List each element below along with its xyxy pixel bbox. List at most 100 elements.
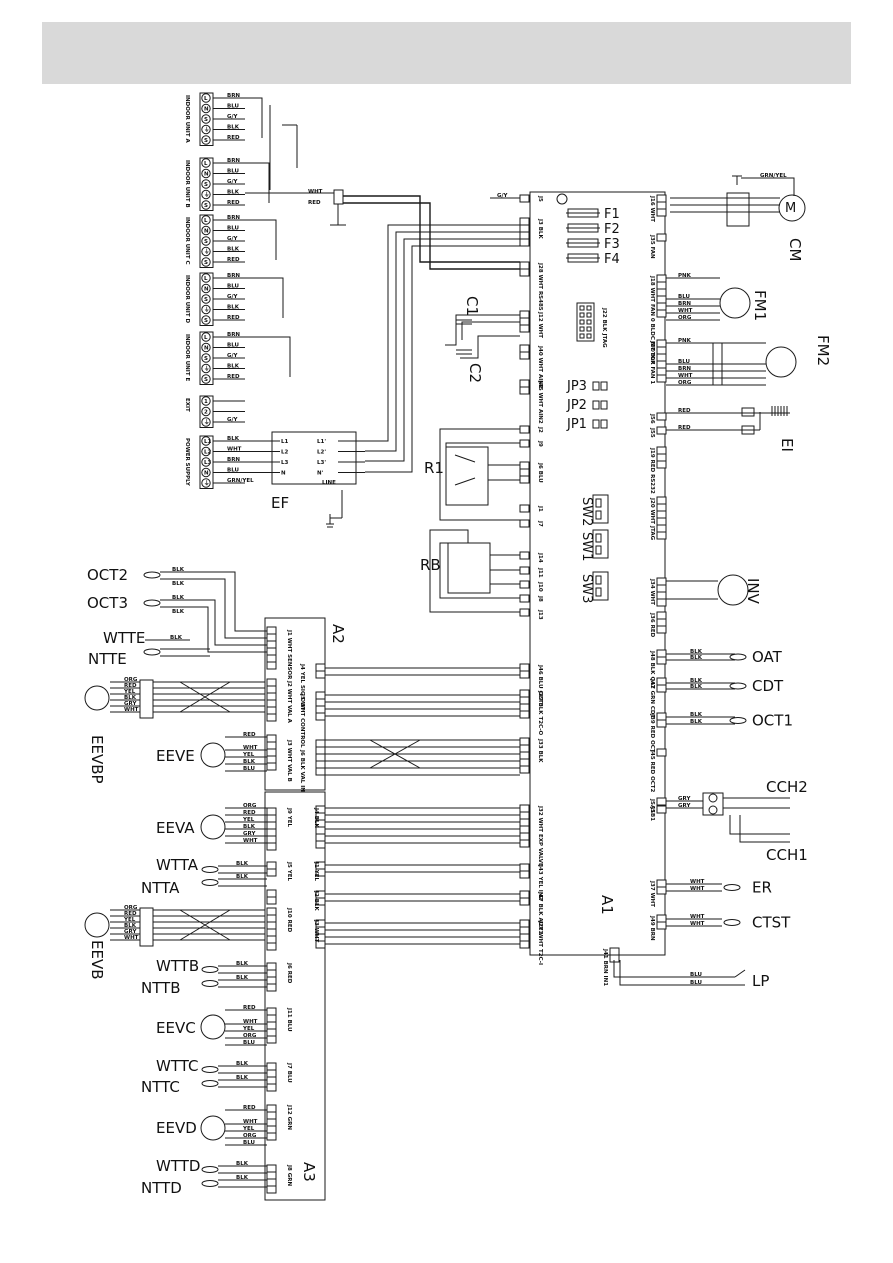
wire-color-label: G/Y [227,353,239,359]
wire-color-label: WHT [690,921,705,927]
wire-color-label: PNK [678,273,692,279]
filter-pin-label: L1' [317,439,326,445]
terminal-screw [201,225,211,236]
terminal-screw [201,315,211,325]
wire-color-label: GRN/YEL [760,173,787,179]
wire-color-label: BLK [690,649,703,655]
terminal-screw [201,246,211,257]
eev-label: EEVB [88,940,106,980]
wire [439,428,520,521]
terminal-label: L [204,335,208,341]
sensor-probe [143,599,161,607]
wire [245,162,270,203]
wire-color-label: BRN [678,366,691,372]
a-board-connector [266,734,277,771]
jumper-pin [592,400,600,410]
ground-symbol [556,193,568,205]
a3-connector-label: J2 BLK [313,890,319,911]
sensor-label: OCT2 [87,566,128,584]
wire-color-label: WHT [243,1019,258,1025]
ei-label: EI [778,438,796,452]
eev-label: EEVBP [88,735,106,784]
terminal-label: ⏚ [204,419,210,426]
a2-connector-label: J2 WHT VAL A [286,680,292,724]
fan-fm2-label: FM2 [814,335,832,366]
wire-color-label: GRY [678,803,691,809]
wire-color-label: YEL [242,752,255,758]
wire-color-label: G/Y [227,236,239,242]
wire-color-label: ORG [243,803,257,809]
a1-connector-label: J10 [537,581,543,592]
a-board-connector [315,739,326,776]
a1-connector-label: J55 [649,427,655,438]
wire [460,335,520,359]
terminal-label: N [204,172,209,178]
a1-connector-label: J13 [537,609,543,620]
wire-color-label: ORG [678,380,692,386]
wire [729,815,790,835]
jumper-label: JP1 [566,417,587,432]
wire-color-label: WHT [690,886,705,892]
wire-color-label: G/Y [227,114,239,120]
a3-connector-label: J3 WHT [313,919,319,942]
fan-fm1-label: FM1 [751,290,769,321]
wire [439,542,520,599]
wire-color-label: BLK [690,719,703,725]
a1-connector [519,551,530,560]
dip-switch-slider [595,510,602,520]
a3-connector-label: J8 GRN [286,1164,292,1187]
board-a1-label: A1 [598,895,616,915]
a2-connector-label: J4 YEL SIG OUT [299,663,305,711]
wire [179,909,231,941]
wire-color-label: GRY [243,831,256,837]
wire-color-label: RED [227,135,240,141]
terminal-label: ⏚ [204,366,210,373]
wire-color-label: BLK [690,712,703,718]
a1-connector-label: J48 BLK OAT [649,650,655,689]
filter-pin-label: L3' [317,460,326,466]
wire [245,336,291,377]
wire [445,314,520,346]
wire [369,739,421,769]
a1-connector [519,310,530,333]
filter-pin-label: L1 [281,439,289,445]
eev-valve-eeve [200,742,226,768]
jtag-pin [586,333,592,339]
terminal-label: N [204,471,209,477]
wire-color-label: BLK [236,874,249,880]
wire-color-label: BLK [236,1175,249,1181]
sensor-label: CTST [752,914,791,932]
a1-connector-label: JSB1 [649,806,655,821]
wire-color-label: GRY [124,929,137,935]
wire-color-label: BLU [227,104,239,110]
wire-color-label: RED [124,911,137,917]
a1-connector [519,519,530,528]
sensor-label: WTTE [103,629,145,647]
terminal-block-label: INDOOR UNIT D [184,275,190,323]
a1-connector-label: J27 WHT T2C-I [537,920,543,965]
a1-connector-label: J45 RED OCT2 [649,749,655,793]
dip-switch-slider [595,533,602,543]
wire-color-label: WHT [124,707,139,713]
a1-connector-label: J14 [537,552,543,563]
wire [200,599,267,646]
a1-connector [519,737,530,774]
a1-connector [656,446,667,469]
wire [343,202,520,270]
terminal-label: S [204,138,208,144]
wire-color-label: G/Y [227,417,239,423]
wire-color-label: BRN [227,215,240,221]
terminal-label: ⏚ [204,192,210,199]
sensor-probe [729,653,747,661]
sensor-label: WTTC [156,1057,199,1075]
cch2-label: CCH2 [766,778,808,796]
filter-pin-label: L2' [317,450,326,456]
terminal-screw [201,273,211,283]
wire [365,245,520,473]
a1-connector-label: J49 BRN [649,915,655,941]
sensor-label: NTTD [141,1179,182,1197]
terminal-screw [201,236,211,246]
a3-connector-label: J1 YEL [313,861,319,882]
terminal-screw [201,417,211,427]
terminal-label: L [204,96,208,102]
